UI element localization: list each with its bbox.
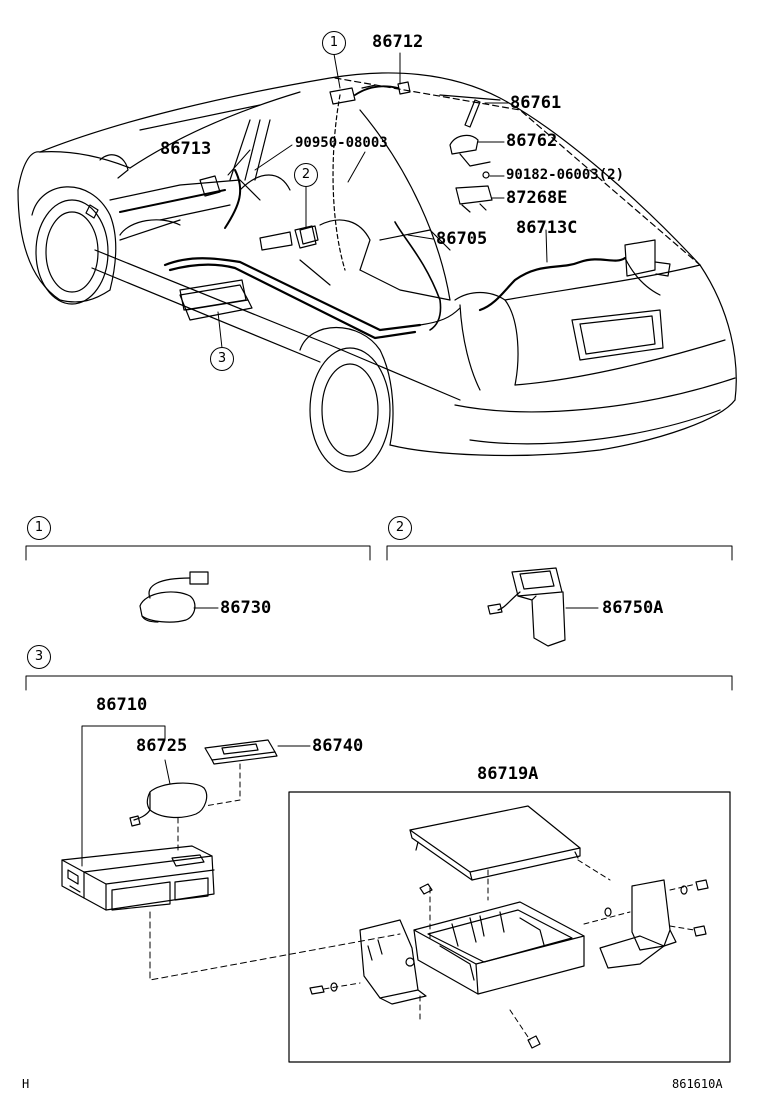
part-label-86750A: 86750A (602, 598, 664, 618)
part-label-86710: 86710 (96, 695, 148, 715)
footer-left-code: H (22, 1077, 30, 1091)
part-label-86762: 86762 (506, 131, 558, 151)
part-label-87268E: 87268E (506, 188, 568, 208)
part-label-90950-08003: 90950-08003 (295, 135, 388, 151)
car-outline (17, 72, 737, 473)
callout-3-car: 3 (210, 347, 234, 371)
part-86710-drawing (61, 725, 401, 981)
part-label-86719A: 86719A (477, 764, 539, 784)
part-label-86713: 86713 (160, 139, 212, 159)
callout-2-car: 2 (294, 163, 318, 187)
part-86750A-drawing (487, 567, 599, 647)
part-label-90182-06003: 90182-06003(2) (506, 167, 625, 183)
callout-1-section: 1 (27, 516, 51, 540)
part-label-86725: 86725 (136, 736, 188, 756)
part-label-86761: 86761 (510, 93, 562, 113)
part-label-86730: 86730 (220, 598, 272, 618)
callout-1-car: 1 (322, 31, 346, 55)
part-label-86713C: 86713C (516, 218, 578, 238)
part-86719A-drawing (288, 791, 731, 1063)
leader-lines-car (217, 52, 548, 349)
part-label-86705: 86705 (436, 229, 488, 249)
section-brackets (25, 545, 733, 691)
part-label-86712: 86712 (372, 32, 424, 52)
part-label-86740: 86740 (312, 736, 364, 756)
diagram-id: 861610A (672, 1077, 723, 1091)
callout-3-section: 3 (27, 645, 51, 669)
callout-2-section: 2 (388, 516, 412, 540)
part-86730-drawing (139, 571, 219, 623)
